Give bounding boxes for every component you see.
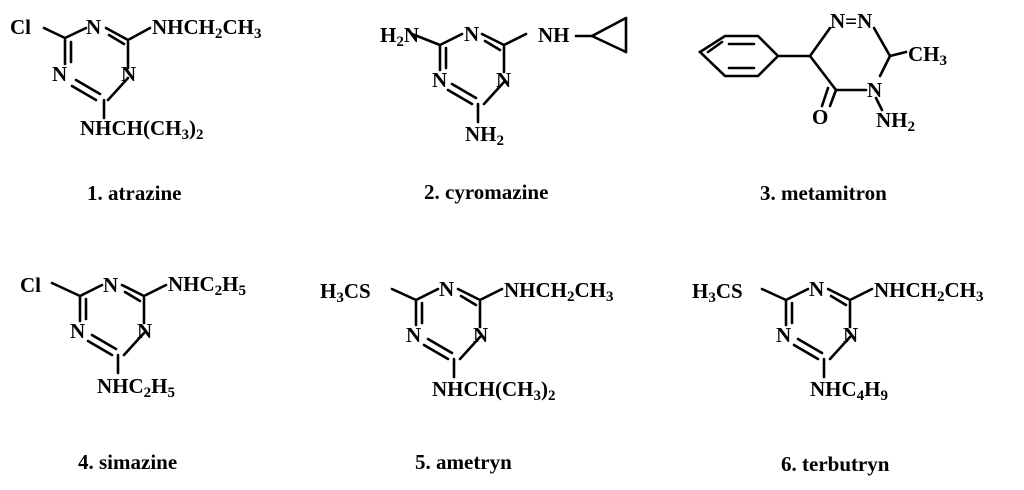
caption-terbutryn: 6. terbutryn: [781, 452, 890, 476]
substituent-methylthio: H3CS: [320, 279, 371, 306]
atom-nh2: NH2: [876, 108, 915, 135]
atom-cl: Cl: [20, 273, 41, 297]
molecule-simazine: Cl N N N NHC2H5 NHC2H5 4. simazine: [0, 245, 330, 490]
atrazine-bonds: [42, 26, 152, 120]
terbutryn-bonds: [760, 287, 874, 379]
substituent-butylamino: NHC4H9: [810, 377, 889, 404]
atom-n: N: [867, 78, 883, 102]
substituent-ethylamino: NHCH2CH3: [874, 278, 984, 305]
substituent-ethylamino-2: NHC2H5: [97, 374, 176, 401]
ametryn-bonds: [390, 287, 504, 379]
atom-n-right: N: [496, 68, 512, 92]
molecule-ametryn: H3CS N N N NHCH2CH3 NHCH(CH3)2 5. ametry…: [320, 245, 680, 490]
molecule-cyromazine: H2N N N N NH NH2 2. cyromazine: [330, 0, 670, 220]
atom-n-left: N: [432, 68, 448, 92]
atom-n-left: N: [70, 319, 86, 343]
atom-cl: Cl: [10, 15, 31, 39]
cyromazine-bonds: [410, 16, 628, 124]
substituent-ethylamino-1: NHC2H5: [168, 272, 247, 299]
substituent-isopropylamino: NHCH(CH3)2: [432, 377, 556, 404]
atom-ch3: CH3: [908, 42, 947, 69]
molecule-metamitron: N=N CH3 N O NH2 3. metamitron: [670, 0, 1024, 220]
caption-simazine: 4. simazine: [78, 450, 178, 474]
substituent-ethylamino: NHCH2CH3: [504, 278, 614, 305]
molecule-terbutryn: H3CS N N N NHCH2CH3 NHC4H9 6. terbutryn: [690, 245, 1024, 490]
atom-o: O: [812, 105, 829, 129]
simazine-bonds: [50, 281, 168, 375]
atom-n-top: N: [464, 22, 480, 46]
atom-n-right: N: [473, 323, 489, 347]
atom-nh2: NH2: [465, 122, 504, 149]
caption-cyromazine: 2. cyromazine: [424, 180, 549, 204]
atom-n-top: N: [103, 273, 119, 297]
atom-n-top: N: [86, 15, 102, 39]
substituent-methylthio: H3CS: [692, 279, 743, 306]
caption-atrazine: 1. atrazine: [87, 181, 182, 205]
caption-ametryn: 5. ametryn: [415, 450, 512, 474]
atom-nh: NH: [538, 23, 570, 47]
atom-n-right: N: [121, 62, 137, 86]
atom-n-top: N: [809, 277, 825, 301]
atom-n-left: N: [406, 323, 422, 347]
metamitron-bonds: [697, 26, 908, 112]
atom-n-top: N: [439, 277, 455, 301]
substituent-ethylamino: NHCH2CH3: [152, 15, 262, 42]
atom-h2n: H2N: [380, 23, 420, 50]
caption-metamitron: 3. metamitron: [760, 181, 887, 205]
atom-n-right: N: [843, 323, 859, 347]
atom-n-left: N: [776, 323, 792, 347]
atom-nn: N=N: [830, 9, 873, 33]
atom-n-right: N: [137, 319, 153, 343]
atom-n-left: N: [52, 62, 68, 86]
substituent-isopropylamino: NHCH(CH3)2: [80, 116, 204, 143]
molecule-atrazine: Cl N N N NHCH2CH3 NHCH(CH3)2 1. atrazine: [0, 0, 330, 220]
